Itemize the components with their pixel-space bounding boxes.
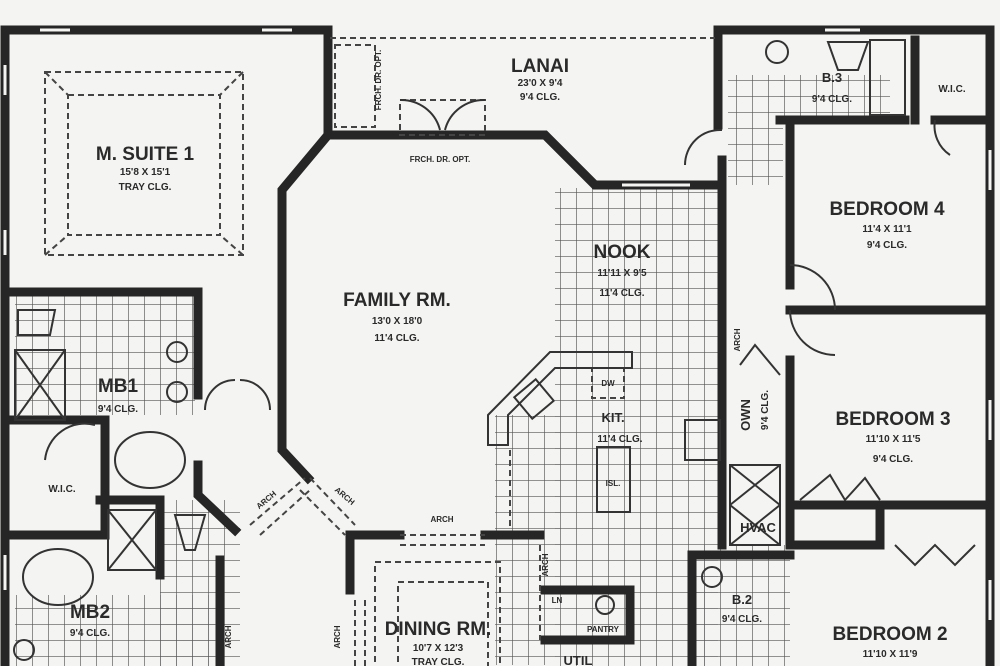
kitchen-sink-icon (512, 377, 556, 421)
lanai-outline (330, 37, 715, 136)
bathtub-icon (22, 548, 94, 606)
bedroom4-size: 11'4 X 11'1 (862, 224, 912, 235)
own-ceiling: 9'4 CLG. (760, 390, 771, 430)
shower-icon (14, 349, 66, 421)
arch-label: ARCH (333, 485, 357, 507)
french-door-label: FRCH. DR. OPT. (410, 155, 470, 164)
lanai-name: LANAI (511, 56, 569, 77)
bedroom4-name: BEDROOM 4 (829, 199, 945, 220)
bedroom2-name: BEDROOM 2 (832, 624, 947, 645)
shower-icon (107, 509, 157, 571)
bedroom3-size: 11'10 X 11'5 (866, 434, 921, 445)
bathtub-icon (114, 431, 186, 489)
sink-icon (765, 40, 789, 64)
dining-size: 10'7 X 12'3 (413, 643, 464, 654)
tray-ceiling-m-suite (44, 71, 244, 256)
bedroom2-size: 11'10 X 11'9 (863, 649, 918, 660)
ln-label: LN (552, 596, 563, 605)
tub-icon (869, 39, 906, 116)
bedroom3-ceiling: 9'4 CLG. (873, 454, 913, 465)
kitchen-ceiling: 11'4 CLG. (597, 434, 642, 445)
dining-name: DINING RM. (385, 619, 492, 640)
toilet-icon (17, 309, 57, 336)
doors (44, 119, 976, 567)
nook-name: NOOK (594, 242, 651, 263)
room-labels: M. SUITE 1 15'8 X 15'1 TRAY CLG. LANAI 2… (48, 50, 965, 666)
arch-label: ARCH (224, 625, 233, 648)
kitchen-counter (487, 351, 633, 446)
b3-ceiling: 9'4 CLG. (812, 94, 852, 105)
mb2-name: MB2 (70, 602, 110, 623)
m-suite-name: M. SUITE 1 (96, 144, 195, 165)
water-heater-icon (595, 595, 615, 615)
arch-label: ARCH (333, 625, 342, 648)
mb2-ceiling: 9'4 CLG. (70, 628, 110, 639)
windows (3, 28, 992, 620)
b2-name: B.2 (732, 592, 752, 607)
sink-icon (166, 381, 188, 403)
fixtures (13, 39, 906, 661)
wic-top-label: W.I.C. (938, 84, 965, 95)
archways (249, 450, 541, 666)
wic-left-label: W.I.C. (48, 484, 75, 495)
sink-icon (701, 566, 723, 588)
m-suite-ceiling: TRAY CLG. (119, 182, 172, 193)
island-label: ISL. (606, 479, 621, 488)
tile-areas (15, 75, 890, 666)
bedroom3-name: BEDROOM 3 (835, 409, 950, 430)
toilet-icon (826, 41, 870, 71)
arch-label: ARCH (541, 553, 550, 576)
family-name: FAMILY RM. (343, 290, 451, 311)
lanai-size: 23'0 X 9'4 (518, 78, 563, 89)
sink-icon (13, 639, 35, 661)
pantry-label: PANTRY (587, 625, 620, 634)
dining-ceiling: TRAY CLG. (412, 657, 465, 666)
util-label: UTIL (564, 653, 593, 666)
kitchen-island (596, 446, 631, 513)
french-door-vertical-label: FRCH. DR. OPT. (374, 50, 383, 110)
kitchen-name: KIT. (601, 410, 624, 425)
b3-name: B.3 (822, 70, 842, 85)
sink-icon (166, 341, 188, 363)
toilet-icon (173, 514, 207, 551)
arch-label: ARCH (430, 515, 453, 524)
walls (0, 25, 995, 666)
bedroom4-ceiling: 9'4 CLG. (867, 240, 907, 251)
arch-label: ARCH (255, 489, 279, 511)
hvac-label: HVAC (740, 520, 776, 535)
mb1-ceiling: 9'4 CLG. (98, 404, 138, 415)
nook-size: 11'11 X 9'5 (597, 268, 647, 279)
own-name: OWN (738, 399, 753, 431)
family-ceiling: 11'4 CLG. (374, 333, 419, 344)
mb1-name: MB1 (98, 376, 139, 397)
b2-ceiling: 9'4 CLG. (722, 614, 762, 625)
tray-ceiling-dining (374, 561, 501, 666)
stove-icon (684, 419, 721, 461)
dw-label: DW (601, 379, 615, 388)
m-suite-size: 15'8 X 15'1 (120, 167, 171, 178)
nook-ceiling: 11'4 CLG. (599, 288, 644, 299)
lanai-ceiling: 9'4 CLG. (520, 92, 560, 103)
family-size: 13'0 X 18'0 (372, 316, 423, 327)
arch-label: ARCH (733, 328, 742, 351)
